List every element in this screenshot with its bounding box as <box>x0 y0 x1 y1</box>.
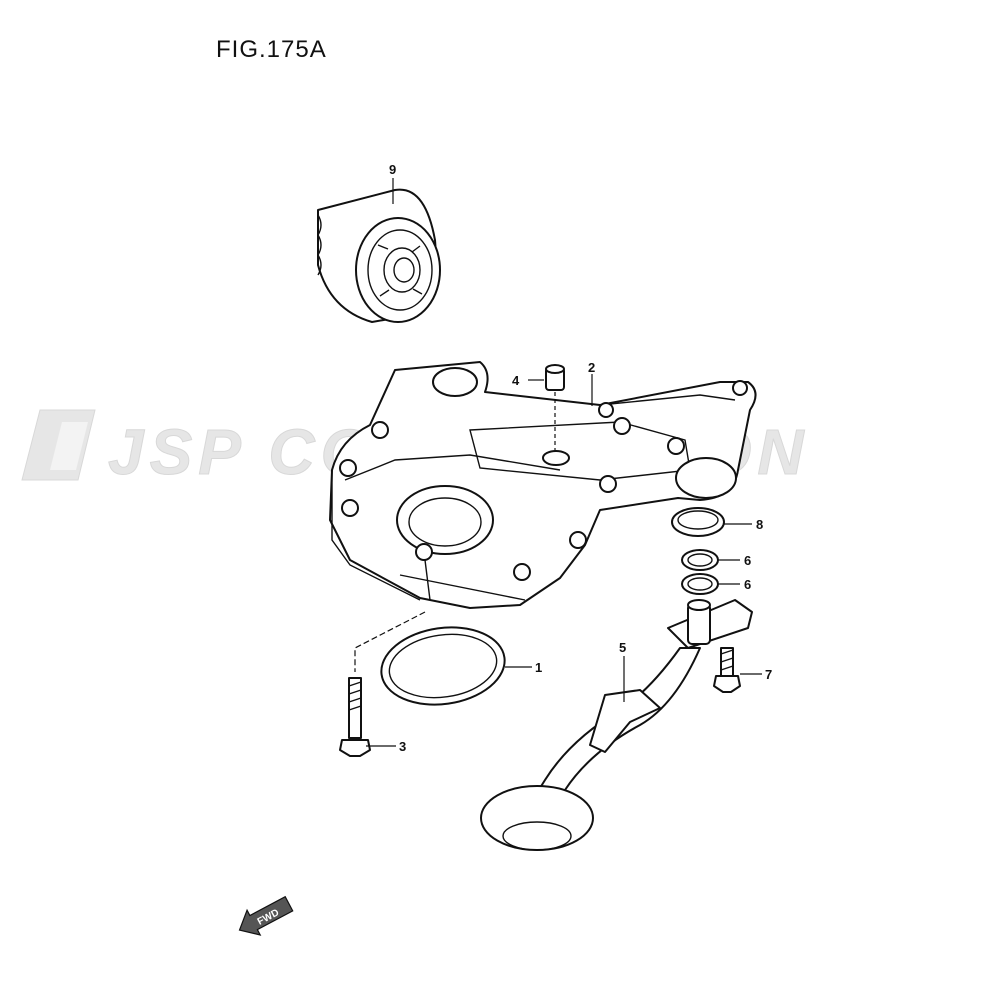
dowel-pin[interactable] <box>542 364 570 466</box>
fwd-direction-arrow: FWD <box>238 895 294 936</box>
o-ring-large[interactable] <box>671 507 725 537</box>
long-bolt[interactable] <box>339 677 371 757</box>
callout-9: 9 <box>389 162 396 177</box>
oil-strainer[interactable] <box>480 599 753 851</box>
callout-6-upper: 6 <box>744 553 751 568</box>
figure-title: FIG.175A <box>216 36 327 63</box>
callout-1: 1 <box>535 660 542 675</box>
callout-8: 8 <box>756 517 763 532</box>
gasket-leader <box>354 611 426 672</box>
oil-pump[interactable] <box>329 361 757 609</box>
watermark-logo-icon <box>21 409 96 481</box>
callout-7: 7 <box>765 667 772 682</box>
callout-4: 4 <box>512 373 520 388</box>
pump-bolt-bosses <box>339 380 748 581</box>
o-ring-small-upper[interactable] <box>681 549 719 571</box>
short-bolt[interactable] <box>713 647 741 693</box>
callout-3: 3 <box>399 739 406 754</box>
gasket-ring[interactable] <box>376 620 509 713</box>
oil-filter[interactable] <box>317 188 441 323</box>
callout-5: 5 <box>619 640 626 655</box>
o-ring-small-lower[interactable] <box>681 573 719 595</box>
callout-2: 2 <box>588 360 595 375</box>
callout-6-lower: 6 <box>744 577 751 592</box>
